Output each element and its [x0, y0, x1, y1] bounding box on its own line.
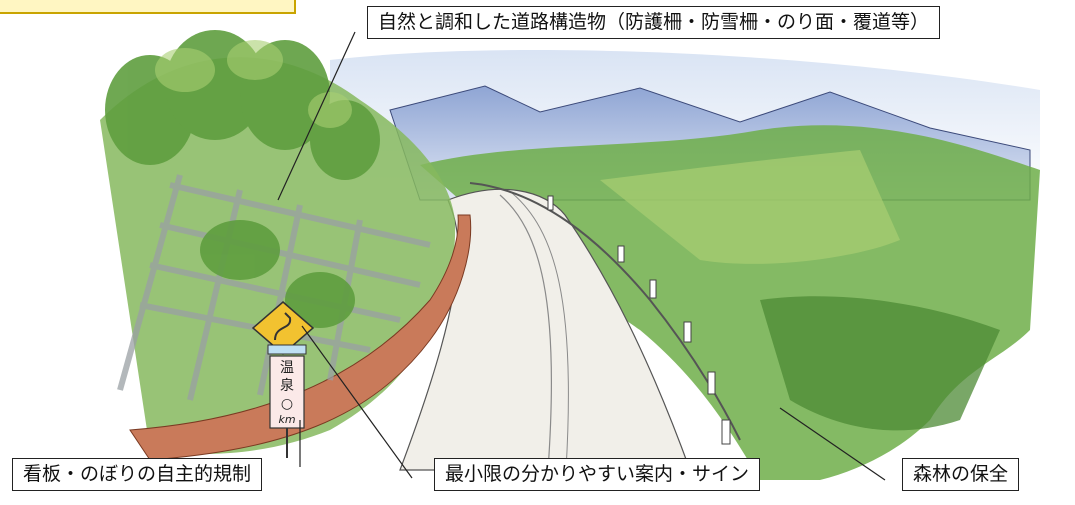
caption-minimal-signage: 最小限の分かりやすい案内・サイン	[434, 458, 761, 491]
sign-char-3: ○	[281, 396, 293, 412]
leader-guidance	[301, 325, 413, 479]
sign-char-1: 温	[280, 360, 294, 376]
caption-billboard-regulation: 看板・のぼりの自主的規制	[12, 458, 263, 491]
leader-structures	[277, 31, 356, 201]
caption-forest-conservation: 森林の保全	[902, 458, 1020, 491]
distance-sign-icon: 温 泉 ○ km	[267, 344, 307, 458]
caption-harmonious-structures: 自然と調和した道路構造物（防護柵・防雪柵・のり面・覆道等）	[367, 6, 941, 39]
leader-forest	[779, 407, 886, 481]
sign-unit: km	[278, 413, 295, 426]
sign-char-2: 泉	[280, 377, 294, 394]
top-banner-edge	[0, 0, 296, 14]
